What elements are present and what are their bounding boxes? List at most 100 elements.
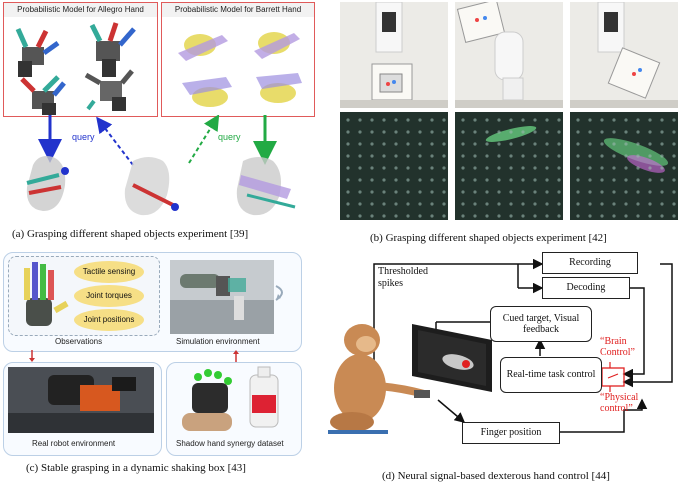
tactile-dot — [612, 190, 616, 194]
tactile-dot — [346, 178, 350, 182]
simulation-environment-image — [170, 260, 274, 334]
tactile-dot — [406, 214, 410, 218]
tactile-dot — [358, 166, 362, 170]
tactile-dot — [509, 178, 513, 182]
tactile-dot — [521, 118, 525, 122]
tactile-dot — [394, 154, 398, 158]
tactile-dot — [358, 202, 362, 206]
tactile-dot — [672, 166, 676, 170]
tactile-dot — [509, 214, 513, 218]
tactile-dot — [442, 214, 446, 218]
tactile-dot — [545, 154, 549, 158]
tactile-dot — [545, 214, 549, 218]
tactile-dot — [624, 178, 628, 182]
tactile-dot — [660, 118, 664, 122]
tactile-dot — [370, 166, 374, 170]
tactile-dot — [497, 214, 501, 218]
tactile-dot — [576, 190, 580, 194]
tactile-dot — [672, 118, 676, 122]
tactile-dot — [370, 214, 374, 218]
tactile-dot — [636, 166, 640, 170]
tactile-dot — [473, 214, 477, 218]
tactile-dot — [672, 190, 676, 194]
tactile-dot — [370, 142, 374, 146]
physical-control-label: “Physical control” — [600, 392, 639, 414]
tactile-dot — [358, 118, 362, 122]
tactile-dot — [660, 190, 664, 194]
tactile-dot — [636, 190, 640, 194]
barrett-hand-illustrations — [178, 32, 302, 107]
tactile-dot — [588, 190, 592, 194]
tactile-dot — [473, 154, 477, 158]
tactile-dot — [418, 166, 422, 170]
tactile-dot — [557, 142, 561, 146]
tactile-dot — [418, 118, 422, 122]
tactile-dot — [557, 130, 561, 134]
tactile-dot — [442, 178, 446, 182]
tactile-dot — [612, 154, 616, 158]
tactile-dot — [612, 178, 616, 182]
tactile-dot — [588, 118, 592, 122]
tactile-dot — [430, 202, 434, 206]
tactile-dot — [418, 190, 422, 194]
tactile-dot — [346, 142, 350, 146]
tactile-dot — [600, 214, 604, 218]
caption-b: (b) Grasping different shaped objects ex… — [370, 232, 607, 244]
tactile-dot — [461, 118, 465, 122]
tactile-dot — [576, 142, 580, 146]
tactile-dot — [497, 166, 501, 170]
tactile-dot — [533, 142, 537, 146]
joint-positions-oval: Joint positions — [74, 309, 144, 331]
tactile-dot — [576, 130, 580, 134]
tactile-dot — [394, 214, 398, 218]
tactile-dot — [648, 118, 652, 122]
tactile-dot — [624, 142, 628, 146]
tactile-dot — [485, 202, 489, 206]
tactile-dot — [497, 154, 501, 158]
tactile-dot — [370, 178, 374, 182]
tactile-dot — [660, 214, 664, 218]
tactile-dot — [576, 178, 580, 182]
tactile-glove-image — [24, 262, 69, 326]
tactile-dot — [370, 118, 374, 122]
tactile-dot — [358, 142, 362, 146]
tactile-dot — [533, 190, 537, 194]
tactile-dot — [442, 166, 446, 170]
tactile-dot — [497, 190, 501, 194]
tactile-image-2 — [455, 112, 563, 220]
tactile-dot — [442, 202, 446, 206]
tactile-dot — [612, 130, 616, 134]
tactile-dot — [521, 130, 525, 134]
tactile-dot — [358, 190, 362, 194]
tactile-dot — [545, 190, 549, 194]
tactile-dot — [370, 202, 374, 206]
tactile-dot — [624, 190, 628, 194]
tactile-dot — [370, 130, 374, 134]
tactile-dot — [473, 202, 477, 206]
tactile-dot — [346, 130, 350, 134]
tactile-dot — [600, 178, 604, 182]
tactile-sensing-label: Tactile sensing — [82, 266, 136, 276]
tactile-dot — [636, 118, 640, 122]
tactile-dot — [394, 190, 398, 194]
panel-c-red-arrows — [29, 350, 239, 362]
tactile-dot — [588, 154, 592, 158]
tactile-dot — [648, 166, 652, 170]
tactile-dot — [660, 130, 664, 134]
tactile-dot — [430, 214, 434, 218]
cued-target-box: Cued target, Visual feedback — [490, 306, 592, 342]
tactile-dot — [672, 130, 676, 134]
tactile-dot — [382, 202, 386, 206]
rotation-arrow-icon — [275, 285, 283, 301]
tactile-dot — [648, 190, 652, 194]
decoding-box: Decoding — [542, 277, 630, 299]
caption-d: (d) Neural signal-based dexterous hand c… — [382, 470, 610, 482]
tactile-dot — [600, 154, 604, 158]
tactile-dot — [485, 142, 489, 146]
decoding-label: Decoding — [566, 282, 606, 294]
allegro-model-box: Probabilistic Model for Allegro Hand — [3, 2, 158, 117]
observations-label: Observations — [55, 337, 103, 346]
tactile-dot — [576, 214, 580, 218]
bci-thresholded-label: Thresholded spikes — [378, 266, 428, 289]
query-label-right: query — [218, 132, 241, 142]
